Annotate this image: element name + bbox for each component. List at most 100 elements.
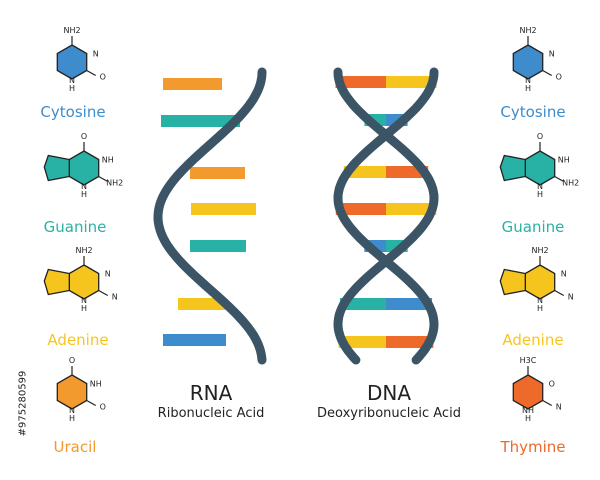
rna-rung-uracil bbox=[163, 78, 222, 90]
atom-label: N bbox=[537, 182, 543, 191]
ring-hexagon bbox=[68, 150, 100, 186]
atom-label: NH2 bbox=[106, 179, 123, 188]
atom-label: N bbox=[549, 50, 555, 59]
rna-subtitle: Ribonucleic Acid bbox=[157, 406, 265, 421]
ring-hexagon bbox=[512, 374, 544, 410]
atom-label: N bbox=[568, 293, 574, 302]
ring-hexagon bbox=[512, 44, 544, 80]
atom-label: N bbox=[537, 296, 543, 305]
atom-label: H bbox=[537, 304, 543, 313]
atom-label: NH2 bbox=[519, 26, 536, 35]
dna-rung-adenine bbox=[386, 203, 437, 215]
base-label-thymine-right: Thymine bbox=[500, 438, 566, 456]
atom-label: NH2 bbox=[562, 179, 579, 188]
dna-rung-thymine bbox=[335, 76, 386, 88]
rna-rung-cytosine bbox=[163, 334, 226, 346]
ring-pentagon bbox=[43, 154, 70, 182]
base-label-guanine-right: Guanine bbox=[501, 218, 565, 236]
atom-label: H bbox=[69, 414, 75, 423]
ring-hexagon bbox=[56, 44, 88, 80]
dna-subtitle: Deoxyribonucleic Acid bbox=[317, 406, 461, 421]
atom-label: NH bbox=[558, 156, 570, 165]
base-label-cytosine-left: Cytosine bbox=[40, 103, 106, 121]
atom-label: NH2 bbox=[63, 26, 80, 35]
atom-label: O bbox=[100, 73, 106, 82]
ring-pentagon bbox=[43, 268, 70, 296]
dna-double-helix bbox=[333, 67, 439, 365]
ring-hexagon bbox=[524, 264, 556, 300]
atom-label: NH2 bbox=[531, 246, 548, 255]
bond bbox=[86, 69, 97, 77]
dna-backbone-b bbox=[333, 67, 439, 365]
base-label-guanine-left: Guanine bbox=[43, 218, 107, 236]
rna-backbone bbox=[153, 67, 267, 365]
base-label-adenine-left: Adenine bbox=[47, 331, 109, 349]
bond bbox=[86, 399, 97, 407]
base-structures: NH2NOHNONHNH2HNNH2NNHNONHOHNNH2NOHNONHNH… bbox=[43, 26, 579, 423]
atom-label: N bbox=[69, 406, 75, 415]
atom-label: N bbox=[561, 270, 567, 279]
atom-label: N bbox=[81, 296, 87, 305]
atom-label: N bbox=[69, 76, 75, 85]
rna-rung-uracil bbox=[190, 167, 245, 179]
ring-pentagon bbox=[499, 154, 526, 182]
atom-label: H bbox=[81, 304, 87, 313]
dna-rung-guanine bbox=[339, 298, 386, 310]
atom-label: H bbox=[525, 84, 531, 93]
atom-label: NH bbox=[90, 380, 102, 389]
base-label-cytosine-right: Cytosine bbox=[500, 103, 566, 121]
bond bbox=[98, 289, 109, 297]
stock-id-text: #975280599 bbox=[17, 370, 29, 437]
atom-label: N bbox=[81, 182, 87, 191]
rna-rung-adenine bbox=[178, 298, 226, 310]
atom-label: O bbox=[556, 73, 562, 82]
atom-label: H bbox=[69, 84, 75, 93]
atom-label: NH bbox=[522, 406, 534, 415]
base-label-uracil-left: Uracil bbox=[53, 438, 97, 456]
atom-label: NH bbox=[102, 156, 114, 165]
bond bbox=[542, 69, 553, 77]
rna-rung-guanine bbox=[190, 240, 246, 252]
dna-rung-thymine bbox=[335, 203, 386, 215]
molecule-uracil-left: O NH O HN bbox=[56, 356, 106, 423]
atom-label: N bbox=[105, 270, 111, 279]
bond bbox=[542, 399, 553, 407]
dna-rung-adenine bbox=[386, 76, 437, 88]
dna-rung-adenine bbox=[338, 336, 386, 348]
atom-label: H bbox=[81, 190, 87, 199]
ring-hexagon bbox=[524, 150, 556, 186]
atom-label: O bbox=[549, 380, 555, 389]
atom-label: N bbox=[93, 50, 99, 59]
bond bbox=[554, 289, 565, 297]
dna-backbone-a bbox=[333, 67, 439, 365]
ring-hexagon bbox=[68, 264, 100, 300]
dna-rung-thymine bbox=[386, 336, 434, 348]
atom-label: O bbox=[69, 356, 75, 365]
atom-label: H bbox=[537, 190, 543, 199]
bond bbox=[554, 175, 565, 183]
atom-label: O bbox=[81, 132, 87, 141]
atom-label: N bbox=[112, 293, 118, 302]
atom-label: O bbox=[100, 403, 106, 412]
ring-hexagon bbox=[56, 374, 88, 410]
rna-rung-guanine bbox=[161, 115, 240, 127]
atom-label: NH2 bbox=[75, 246, 92, 255]
dna-rung-cytosine bbox=[386, 298, 433, 310]
base-label-adenine-right: Adenine bbox=[502, 331, 564, 349]
rna-rung-adenine bbox=[191, 203, 256, 215]
atom-label: N bbox=[556, 403, 562, 412]
atom-label: O bbox=[537, 132, 543, 141]
atom-label: N bbox=[525, 76, 531, 85]
ring-pentagon bbox=[499, 268, 526, 296]
rna-strand bbox=[153, 67, 267, 365]
dna-title: DNA bbox=[366, 381, 412, 405]
atom-label: H bbox=[525, 414, 531, 423]
